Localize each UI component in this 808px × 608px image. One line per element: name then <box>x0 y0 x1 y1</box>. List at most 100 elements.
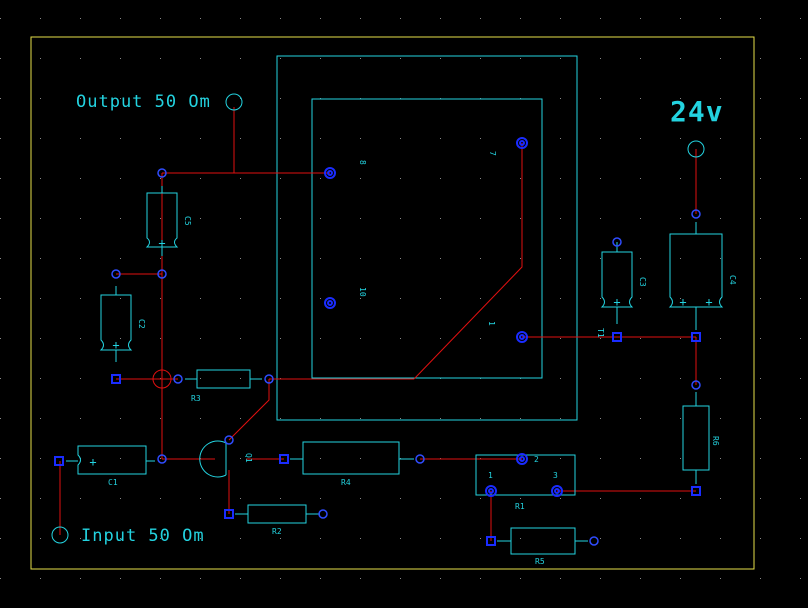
grid-dot <box>320 138 321 139</box>
grid-dot <box>640 298 641 299</box>
grid-dot <box>200 178 201 179</box>
grid-dot <box>760 18 761 19</box>
grid-dot <box>120 498 121 499</box>
via <box>264 374 274 384</box>
grid-dot <box>160 338 161 339</box>
grid-dot <box>200 138 201 139</box>
r4-label: R4 <box>341 478 351 487</box>
grid-dot <box>640 258 641 259</box>
grid-dot <box>40 178 41 179</box>
grid-dot <box>280 298 281 299</box>
grid-dot <box>720 218 721 219</box>
r1-pin1-label: 1 <box>488 471 493 480</box>
grid-dot <box>320 218 321 219</box>
grid-dot <box>240 458 241 459</box>
via <box>157 269 167 279</box>
grid-dot <box>200 498 201 499</box>
grid-dot <box>760 458 761 459</box>
grid-dot <box>400 258 401 259</box>
grid-dot <box>600 178 601 179</box>
grid-dot <box>600 18 601 19</box>
grid-dot <box>0 418 1 419</box>
grid-dot <box>120 338 121 339</box>
grid-dot <box>640 418 641 419</box>
grid-dot <box>560 258 561 259</box>
grid-dot <box>680 298 681 299</box>
c5-label: C5 <box>183 216 192 226</box>
grid-dot <box>120 538 121 539</box>
grid-dot <box>800 218 801 219</box>
grid-dot <box>360 578 361 579</box>
grid-dot <box>320 58 321 59</box>
via <box>415 454 425 464</box>
grid-dot <box>800 58 801 59</box>
grid-dot <box>800 298 801 299</box>
grid-dot <box>240 538 241 539</box>
grid-dot <box>400 178 401 179</box>
grid-dot <box>600 578 601 579</box>
grid-dot <box>280 98 281 99</box>
grid-dot <box>360 298 361 299</box>
grid-dot <box>40 138 41 139</box>
grid-dot <box>320 338 321 339</box>
grid-dot <box>240 138 241 139</box>
grid-dot <box>80 298 81 299</box>
grid-dot <box>720 338 721 339</box>
grid-dot <box>360 418 361 419</box>
grid-dot <box>160 298 161 299</box>
grid-dot <box>600 58 601 59</box>
round-pad <box>324 297 336 309</box>
t1-pin1-label: 1 <box>487 321 496 326</box>
grid-dot <box>360 338 361 339</box>
grid-dot <box>440 58 441 59</box>
grid-dot <box>120 218 121 219</box>
grid-dot <box>680 378 681 379</box>
grid-dot <box>160 138 161 139</box>
square-pad <box>486 536 496 546</box>
grid-dot <box>560 298 561 299</box>
grid-dot <box>200 378 201 379</box>
grid-dot <box>360 218 361 219</box>
grid-dot <box>520 498 521 499</box>
grid-dot <box>80 138 81 139</box>
grid-dot <box>560 418 561 419</box>
grid-dot <box>160 178 161 179</box>
grid-dot <box>800 18 801 19</box>
r1-pin3-label: 3 <box>553 471 558 480</box>
grid-dot <box>0 298 1 299</box>
r3-body <box>196 369 251 389</box>
grid-dot <box>560 178 561 179</box>
grid-dot <box>640 458 641 459</box>
grid-dot <box>240 578 241 579</box>
grid-dot <box>280 498 281 499</box>
via <box>157 168 167 178</box>
grid-dot <box>720 138 721 139</box>
grid-dot <box>800 98 801 99</box>
grid-dot <box>720 538 721 539</box>
grid-dot <box>440 338 441 339</box>
grid-dot <box>400 298 401 299</box>
grid-dot <box>440 218 441 219</box>
grid-dot <box>560 138 561 139</box>
svg-text:+: + <box>89 455 96 469</box>
grid-dot <box>0 498 1 499</box>
grid-dot <box>320 18 321 19</box>
grid-dot <box>280 538 281 539</box>
r1-label: R1 <box>515 502 525 511</box>
round-pad-hole <box>327 170 333 176</box>
output-terminal <box>225 93 243 111</box>
c5-body <box>145 192 179 248</box>
grid-dot <box>560 458 561 459</box>
grid-dot <box>360 18 361 19</box>
grid-dot <box>320 538 321 539</box>
c4-body <box>668 233 724 308</box>
grid-dot <box>200 58 201 59</box>
grid-dot <box>80 538 81 539</box>
grid-dot <box>360 258 361 259</box>
r4-body <box>302 441 400 475</box>
grid-dot <box>120 458 121 459</box>
grid-dot <box>760 58 761 59</box>
r6-body <box>682 405 710 471</box>
grid-dot <box>800 138 801 139</box>
grid-dot <box>360 498 361 499</box>
